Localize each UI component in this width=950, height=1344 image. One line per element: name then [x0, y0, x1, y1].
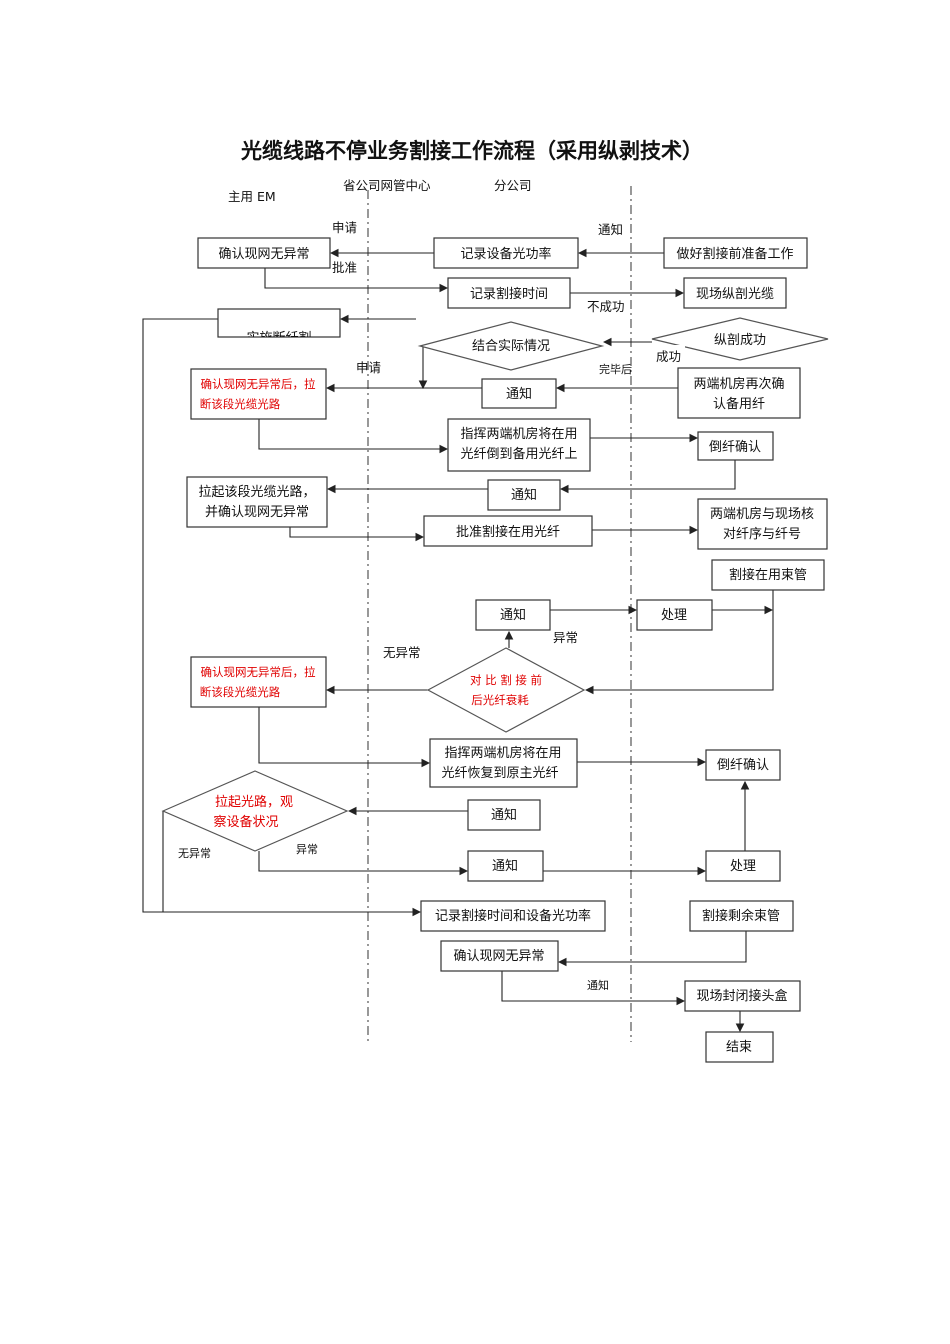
node-cut-tube: 割接在用束管: [711, 559, 825, 591]
node-end: 结束: [705, 1031, 774, 1063]
lane-primary-em: 主用 EM: [228, 189, 276, 204]
node-record-time: 记录割接时间: [447, 277, 571, 309]
node-implement-cut: 实施断纤割: [217, 308, 341, 346]
svg-text:通知: 通知: [492, 858, 518, 874]
svg-text:断该段光缆光路: 断该段光缆光路: [200, 397, 281, 411]
svg-text:通知: 通知: [500, 607, 526, 623]
edge-label-normal-2: 无异常: [178, 847, 211, 860]
svg-text:拉起该段光缆光路，: 拉起该段光缆光路，: [198, 484, 315, 500]
edge-label-apply: 申请: [332, 220, 357, 235]
node-confirm-network-2: 确认现网无异常: [440, 940, 559, 972]
node-approve-cut: 批准割接在用光纤: [423, 515, 593, 547]
svg-text:通知: 通知: [506, 386, 532, 402]
edge-label-approve: 批准: [332, 260, 357, 275]
svg-text:记录割接时间和设备光功率: 记录割接时间和设备光功率: [435, 908, 591, 924]
svg-text:确认现网无异常后，拉: 确认现网无异常后，拉: [201, 665, 316, 679]
svg-text:对纤序与纤号: 对纤序与纤号: [723, 527, 801, 542]
svg-text:断该段光缆光路: 断该段光缆光路: [200, 685, 281, 699]
svg-text:倒纤确认: 倒纤确认: [709, 440, 761, 455]
node-switch-confirm-1: 倒纤确认: [697, 431, 774, 461]
lane-branch: 分公司: [494, 178, 532, 193]
node-prepare: 做好割接前准备工作: [663, 237, 808, 269]
node-record-time-power: 记录割接时间和设备光功率: [420, 900, 606, 932]
svg-text:确认现网无异常后，拉: 确认现网无异常后，拉: [201, 377, 316, 391]
svg-text:对 比 割 接 前: 对 比 割 接 前: [470, 673, 542, 687]
svg-text:倒纤确认: 倒纤确认: [717, 758, 769, 773]
node-notify-3: 通知: [475, 599, 551, 631]
svg-text:割接在用束管: 割接在用束管: [729, 567, 807, 583]
svg-text:处理: 处理: [661, 608, 687, 623]
svg-text:通知: 通知: [491, 807, 517, 823]
edge-label-after-done: 完毕后: [599, 362, 632, 376]
svg-text:做好割接前准备工作: 做好割接前准备工作: [676, 246, 793, 262]
decision-combine-actual: 结合实际情况: [417, 321, 605, 371]
node-notify-4: 通知: [467, 799, 541, 831]
edge-label-abnormal-2: 异常: [296, 843, 318, 856]
edge-label-normal: 无异常: [383, 645, 421, 660]
svg-text:两端机房与现场核: 两端机房与现场核: [710, 506, 814, 522]
svg-text:察设备状况: 察设备状况: [213, 814, 278, 830]
node-pull-up-confirm: 拉起该段光缆光路， 并确认现网无异常: [186, 476, 328, 528]
svg-text:纵剖成功: 纵剖成功: [714, 333, 766, 348]
svg-text:结合实际情况: 结合实际情况: [472, 339, 550, 354]
node-record-power: 记录设备光功率: [433, 237, 579, 269]
node-confirm-network: 确认现网无异常: [197, 237, 331, 269]
edge-label-fail: 不成功: [587, 299, 625, 314]
svg-text:两端机房再次确: 两端机房再次确: [693, 376, 784, 392]
svg-text:光纤倒到备用光纤上: 光纤倒到备用光纤上: [460, 446, 577, 462]
svg-text:后光纤衰耗: 后光纤衰耗: [471, 693, 529, 707]
edge-label-notify: 通知: [598, 222, 623, 237]
svg-text:通知: 通知: [511, 487, 537, 503]
svg-text:实施断纤割: 实施断纤割: [246, 330, 311, 346]
svg-text:确认现网无异常: 确认现网无异常: [453, 949, 544, 964]
node-notify-5: 通知: [467, 850, 544, 882]
page-title: 光缆线路不停业务割接工作流程（采用纵剥技术）: [240, 139, 703, 163]
svg-text:割接剩余束管: 割接剩余束管: [702, 908, 780, 924]
node-notify-1: 通知: [481, 378, 557, 409]
svg-text:指挥两端机房将在用: 指挥两端机房将在用: [444, 745, 561, 761]
node-close-box: 现场封闭接头盒: [684, 980, 801, 1012]
svg-text:处理: 处理: [730, 859, 756, 874]
svg-text:结束: 结束: [726, 1040, 752, 1055]
node-cut-remaining: 割接剩余束管: [689, 900, 794, 932]
edge-label-abnormal: 异常: [553, 630, 578, 645]
connectors: [142, 248, 774, 1033]
svg-text:光纤恢复到原主光纤: 光纤恢复到原主光纤: [441, 766, 558, 781]
svg-text:记录设备光功率: 记录设备光功率: [460, 246, 551, 262]
svg-text:拉起光路，观: 拉起光路，观: [215, 794, 293, 810]
svg-text:现场封闭接头盒: 现场封闭接头盒: [696, 988, 787, 1004]
svg-text:认备用纤: 认备用纤: [713, 396, 765, 412]
edge-label-success: 成功: [656, 349, 681, 364]
node-switch-confirm-2: 倒纤确认: [705, 749, 781, 781]
svg-text:现场纵剖光缆: 现场纵剖光缆: [696, 286, 774, 302]
edge-label-apply-2: 申请: [356, 360, 381, 375]
svg-text:批准割接在用光纤: 批准割接在用光纤: [456, 524, 560, 540]
svg-text:记录割接时间: 记录割接时间: [470, 286, 548, 302]
node-handle-1: 处理: [636, 599, 713, 631]
svg-text:指挥两端机房将在用: 指挥两端机房将在用: [460, 426, 577, 442]
node-notify-2: 通知: [487, 479, 561, 511]
svg-text:确认现网无异常: 确认现网无异常: [218, 247, 309, 262]
svg-text:并确认现网无异常: 并确认现网无异常: [205, 505, 309, 520]
lane-province-nms: 省公司网管中心: [343, 178, 431, 193]
edge-label-notify-bottom: 通知: [587, 978, 609, 992]
node-handle-2: 处理: [705, 850, 781, 882]
node-field-strip: 现场纵剖光缆: [683, 277, 787, 309]
